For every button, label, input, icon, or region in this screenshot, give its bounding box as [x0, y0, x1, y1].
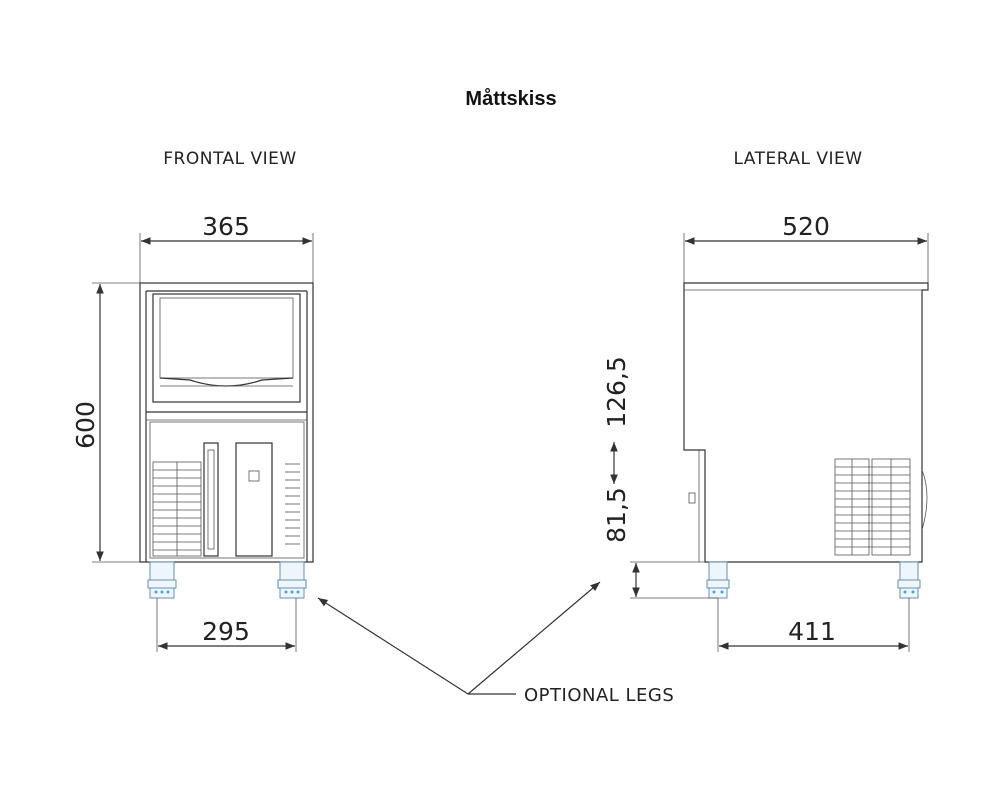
side-depth-label: 520 [782, 212, 830, 241]
frontal-view: 365 600 [71, 212, 314, 652]
lateral-view: 520 [602, 212, 929, 652]
frontal-view-label: FRONTAL VIEW [163, 149, 296, 169]
side-height-max-label: 126,5 [602, 356, 631, 428]
front-left-grille [152, 461, 202, 557]
power-switch-icon [248, 470, 260, 482]
front-cabinet-outline [139, 282, 314, 563]
front-door-window [152, 293, 301, 403]
side-leg-spacing-label: 411 [788, 617, 836, 646]
callout-leader-left [317, 597, 469, 695]
front-width-label: 365 [202, 212, 250, 241]
callout-leader-right [467, 581, 601, 695]
side-front-leg [706, 561, 730, 599]
front-height-label: 600 [71, 401, 100, 449]
page-title: Måttskiss [465, 87, 556, 110]
front-vertical-handle [203, 442, 219, 557]
lateral-view-label: LATERAL VIEW [733, 149, 862, 169]
side-height-min-label: 81,5 [602, 487, 631, 543]
front-right-leg [277, 561, 307, 599]
side-cabinet-outline [683, 282, 929, 563]
side-grille [834, 458, 911, 556]
optional-legs-callout: OPTIONAL LEGS [317, 581, 674, 706]
optional-legs-label: OPTIONAL LEGS [524, 685, 674, 706]
front-left-leg [147, 561, 177, 599]
front-leg-spacing-label: 295 [202, 617, 250, 646]
front-control-panel [235, 442, 273, 557]
front-right-vent [285, 463, 300, 545]
side-rear-leg [897, 561, 921, 599]
